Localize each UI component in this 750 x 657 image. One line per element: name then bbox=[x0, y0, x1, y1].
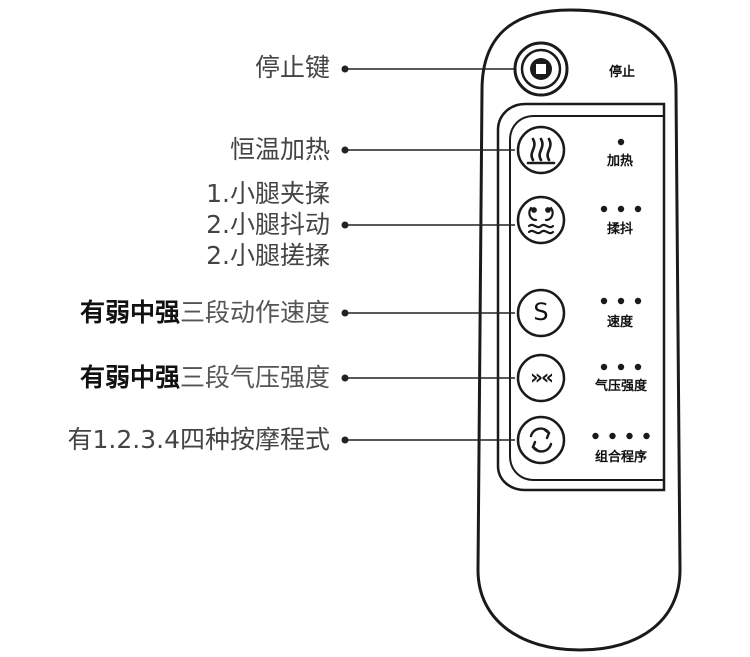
speed-button-glyph: S bbox=[533, 298, 549, 326]
speed-indicator-dot bbox=[617, 297, 625, 305]
knead-indicator-dot bbox=[617, 205, 625, 213]
callout-speed-desc: 三段动作速度 bbox=[179, 298, 330, 327]
leg-massage-icon bbox=[527, 206, 555, 235]
indicator-lights bbox=[592, 138, 650, 440]
leader-lines bbox=[345, 68, 515, 441]
callout-heat: 恒温加热 bbox=[229, 135, 330, 164]
callout-knead: 1.小腿夹揉 2.小腿抖动 2.小腿搓揉 bbox=[206, 178, 330, 271]
stop-label: 停止 bbox=[608, 65, 635, 80]
program-indicator-dot bbox=[592, 432, 599, 440]
callout-pressure-desc: 三段气压强度 bbox=[179, 363, 330, 392]
pressure-indicator-dot bbox=[600, 363, 608, 371]
heat-button[interactable] bbox=[516, 125, 566, 175]
knead-indicator-dot bbox=[634, 205, 642, 213]
heat-label: 加热 bbox=[606, 154, 633, 169]
speed-label: 速度 bbox=[606, 315, 633, 330]
speed-indicator-dot bbox=[600, 297, 608, 305]
heat-waves-icon bbox=[526, 137, 556, 165]
stop-button[interactable] bbox=[513, 41, 569, 97]
program-indicator-dot bbox=[643, 432, 650, 440]
pressure-label: 气压强度 bbox=[594, 379, 647, 394]
program-label: 组合程序 bbox=[594, 450, 647, 465]
speed-button[interactable] bbox=[516, 288, 566, 338]
cycle-arrows-icon bbox=[529, 427, 553, 453]
pressure-button[interactable] bbox=[516, 353, 566, 403]
knead-label: 揉抖 bbox=[606, 222, 633, 237]
program-indicator-dot bbox=[626, 432, 633, 440]
callout-speed-levels: 有弱中强 bbox=[79, 298, 180, 327]
leader-dots bbox=[341, 65, 349, 444]
callout-speed: 有弱中强三段动作速度 bbox=[80, 297, 330, 328]
speed-indicator-dot bbox=[634, 297, 642, 305]
stop-icon bbox=[530, 58, 552, 80]
program-button[interactable] bbox=[516, 415, 566, 465]
callout-knead-line-1: 1.小腿夹揉 bbox=[206, 179, 330, 208]
callout-pressure: 有弱中强三段气压强度 bbox=[80, 362, 330, 393]
heat-indicator-dot bbox=[617, 138, 625, 146]
callout-knead-line-3: 2.小腿搓揉 bbox=[206, 241, 330, 270]
pressure-button-glyph: »« bbox=[530, 365, 554, 389]
knead-indicator-dot bbox=[600, 205, 608, 213]
callout-program: 有1.2.3.4四种按摩程式 bbox=[67, 425, 330, 454]
callout-pressure-levels: 有弱中强 bbox=[79, 363, 180, 392]
knead-button[interactable] bbox=[516, 195, 566, 245]
pressure-indicator-dot bbox=[617, 363, 625, 371]
pressure-indicator-dot bbox=[634, 363, 642, 371]
callout-knead-line-2: 2.小腿抖动 bbox=[206, 210, 330, 239]
program-indicator-dot bbox=[609, 432, 616, 440]
callout-stop: 停止键 bbox=[254, 53, 330, 82]
